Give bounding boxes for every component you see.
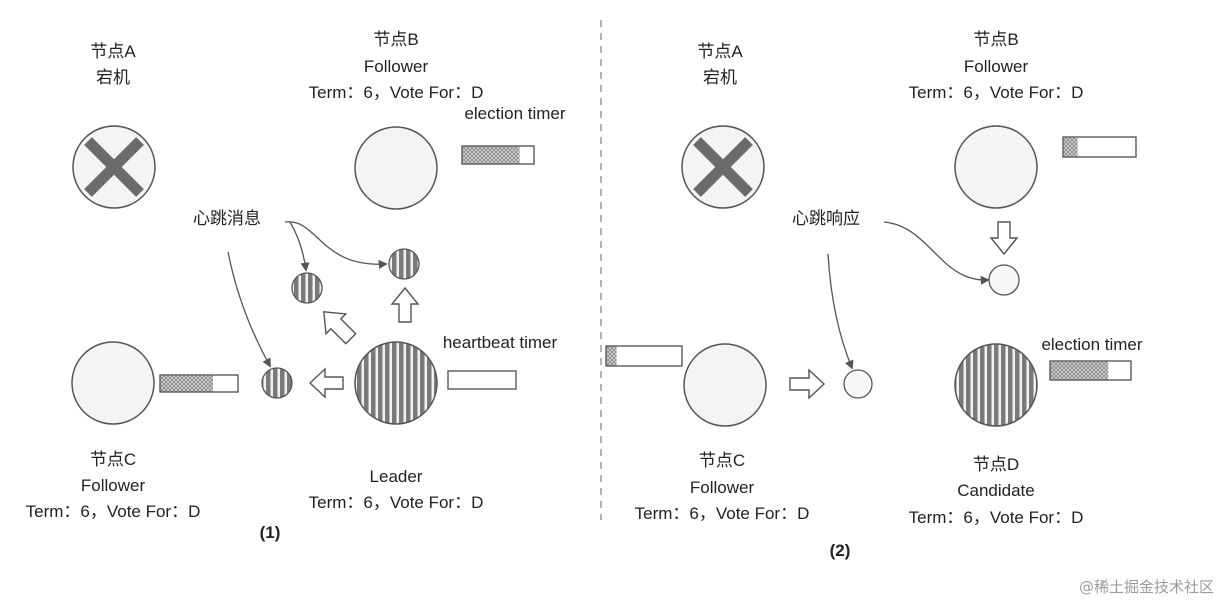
p1-node-c-election-timer xyxy=(159,374,239,393)
p1-node-b-name: 节点B xyxy=(373,30,418,49)
p1-heartbeat-msg-to-c xyxy=(261,367,293,399)
p1-leader-node xyxy=(354,341,438,425)
p2-node-b-role: Follower xyxy=(964,57,1029,76)
p2-node-c-name: 节点C xyxy=(699,451,745,470)
p2-block-arrow-down xyxy=(989,221,1019,256)
p2-node-a-dead-node xyxy=(681,125,765,209)
p2-resp-arrow-to-c xyxy=(827,253,854,370)
p2-node-a-name: 节点A xyxy=(697,42,743,61)
p1-node-b-term: Term：6，Vote For：D xyxy=(309,83,484,102)
p2-node-b-election-timer xyxy=(1062,136,1137,158)
p1-heartbeat-arrow-to-c xyxy=(227,251,271,368)
p2-node-c-election-timer xyxy=(605,345,683,367)
p2-node-b-name: 节点B xyxy=(973,30,1018,49)
p2-caption: (2) xyxy=(830,541,851,560)
p2-heartbeat-resp-label: 心跳响应 xyxy=(792,209,860,228)
watermark: @稀土掘金技术社区 xyxy=(1079,578,1214,596)
p1-node-c-follower-node xyxy=(71,341,155,425)
p2-node-d-role: Candidate xyxy=(957,481,1035,500)
p2-heartbeat-resp-to-c xyxy=(843,369,873,399)
p1-heartbeat-timer-label: heartbeat timer xyxy=(443,333,558,352)
p1-node-c-term: Term：6，Vote For：D xyxy=(26,502,201,521)
p1-node-c-name: 节点C xyxy=(90,450,136,469)
p1-leader-role: Leader xyxy=(370,467,423,486)
p2-node-c-follower-node xyxy=(683,343,767,427)
p1-block-arrow-left xyxy=(308,367,344,399)
p2-node-b-term: Term：6，Vote For：D xyxy=(909,83,1084,102)
p2-node-c-term: Term：6，Vote For：D xyxy=(635,504,810,523)
p1-heartbeat-msg-to-a xyxy=(291,272,323,304)
p2-heartbeat-resp-to-b xyxy=(988,264,1020,296)
p1-heartbeat-arrow-to-b xyxy=(284,221,388,269)
p1-election-timer-label: election timer xyxy=(464,104,565,123)
p1-node-b-role: Follower xyxy=(364,57,429,76)
p2-node-d-term: Term：6，Vote For：D xyxy=(909,508,1084,527)
p1-node-a-name: 节点A xyxy=(90,42,136,61)
p1-heartbeat-msg-to-b xyxy=(388,248,420,280)
p1-node-a-state: 宕机 xyxy=(96,68,130,87)
p2-resp-arrow-to-b xyxy=(883,221,990,285)
p1-node-b-follower-node xyxy=(354,126,438,210)
p2-block-arrow-right xyxy=(789,368,826,400)
p2-node-c-role: Follower xyxy=(690,478,755,497)
p1-heartbeat-msg-label: 心跳消息 xyxy=(193,209,261,228)
p1-leader-term: Term：6，Vote For：D xyxy=(309,493,484,512)
p1-node-c-role: Follower xyxy=(81,476,146,495)
p1-block-arrow-up xyxy=(390,286,420,323)
p1-caption: (1) xyxy=(260,523,281,542)
p1-heartbeat-arrow-to-a xyxy=(289,221,310,272)
p2-node-d-name: 节点D xyxy=(973,455,1019,474)
p1-block-arrow-diag xyxy=(323,311,357,345)
p2-node-d-election-timer xyxy=(1049,360,1132,381)
p1-node-a-dead-node xyxy=(72,125,156,209)
p2-node-a-state: 宕机 xyxy=(703,68,737,87)
p2-node-d-candidate-node xyxy=(954,343,1038,427)
p1-node-b-election-timer xyxy=(461,145,535,165)
p2-node-b-follower-node xyxy=(954,125,1038,209)
p1-heartbeat-timer xyxy=(447,370,517,390)
p2-election-timer-label: election timer xyxy=(1041,335,1142,354)
